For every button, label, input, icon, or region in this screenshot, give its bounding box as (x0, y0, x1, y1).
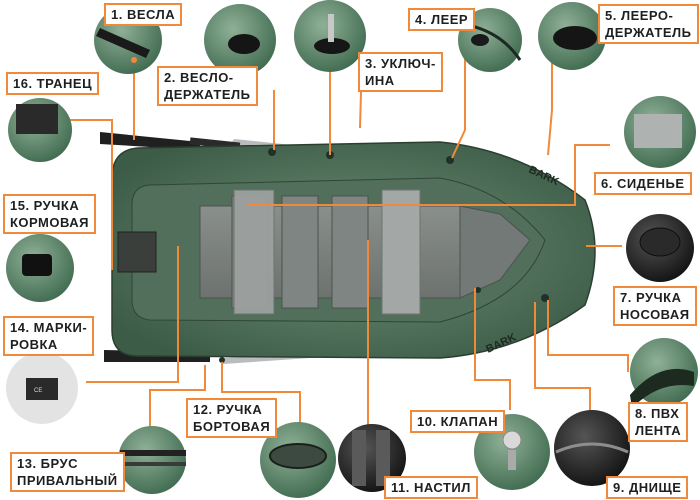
label-transom: 16. ТРАНЕЦ (6, 72, 100, 95)
boat-seat (381, 189, 421, 315)
boat: BARK BARK (100, 132, 596, 365)
boat-transom (117, 231, 157, 273)
label-bow-handle: 7. РУЧКА НОСОВАЯ (613, 286, 697, 326)
label-stern-handle: 15. РУЧКА КОРМОВАЯ (3, 194, 96, 234)
detail-pvc-tape (630, 338, 698, 408)
label-rope: 4. ЛЕЕР (408, 8, 476, 31)
label-rub-strake: 13. БРУС ПРИВАЛЬНЫЙ (10, 452, 125, 492)
label-oarlock: 3. УКЛЮЧ- ИНА (358, 52, 443, 92)
detail-bottom (554, 410, 630, 486)
label-valve: 10. КЛАПАН (410, 410, 506, 433)
boat-rear-seat (233, 189, 275, 315)
label-flooring: 11. НАСТИЛ (384, 476, 478, 499)
detail-side-handle (260, 422, 336, 498)
detail-marking: CE (6, 352, 78, 424)
detail-rub-strake (118, 426, 186, 494)
detail-bow-handle (626, 214, 694, 282)
detail-valve (474, 414, 550, 490)
label-pvc-tape: 8. ПВХ ЛЕНТА (628, 402, 689, 442)
detail-oar-holder (204, 4, 276, 76)
label-oar-holder: 2. ВЕСЛО- ДЕРЖАТЕЛЬ (157, 66, 258, 106)
detail-stern-handle (6, 234, 74, 302)
label-oars: 1. ВЕСЛА (104, 3, 183, 26)
label-marking: 14. МАРКИ- РОВКА (3, 316, 95, 356)
detail-rope-holder (538, 2, 606, 70)
detail-flooring (338, 424, 406, 492)
svg-text:CE: CE (34, 388, 42, 394)
label-side-handle: 12. РУЧКА БОРТОВАЯ (186, 398, 278, 438)
label-seat: 6. СИДЕНЬЕ (594, 172, 692, 195)
label-rope-holder: 5. ЛЕЕРО- ДЕРЖАТЕЛЬ (598, 4, 699, 44)
detail-seat (624, 96, 696, 168)
label-bottom: 9. ДНИЩЕ (606, 476, 689, 499)
detail-oarlock (294, 0, 366, 72)
detail-transom (8, 98, 72, 162)
